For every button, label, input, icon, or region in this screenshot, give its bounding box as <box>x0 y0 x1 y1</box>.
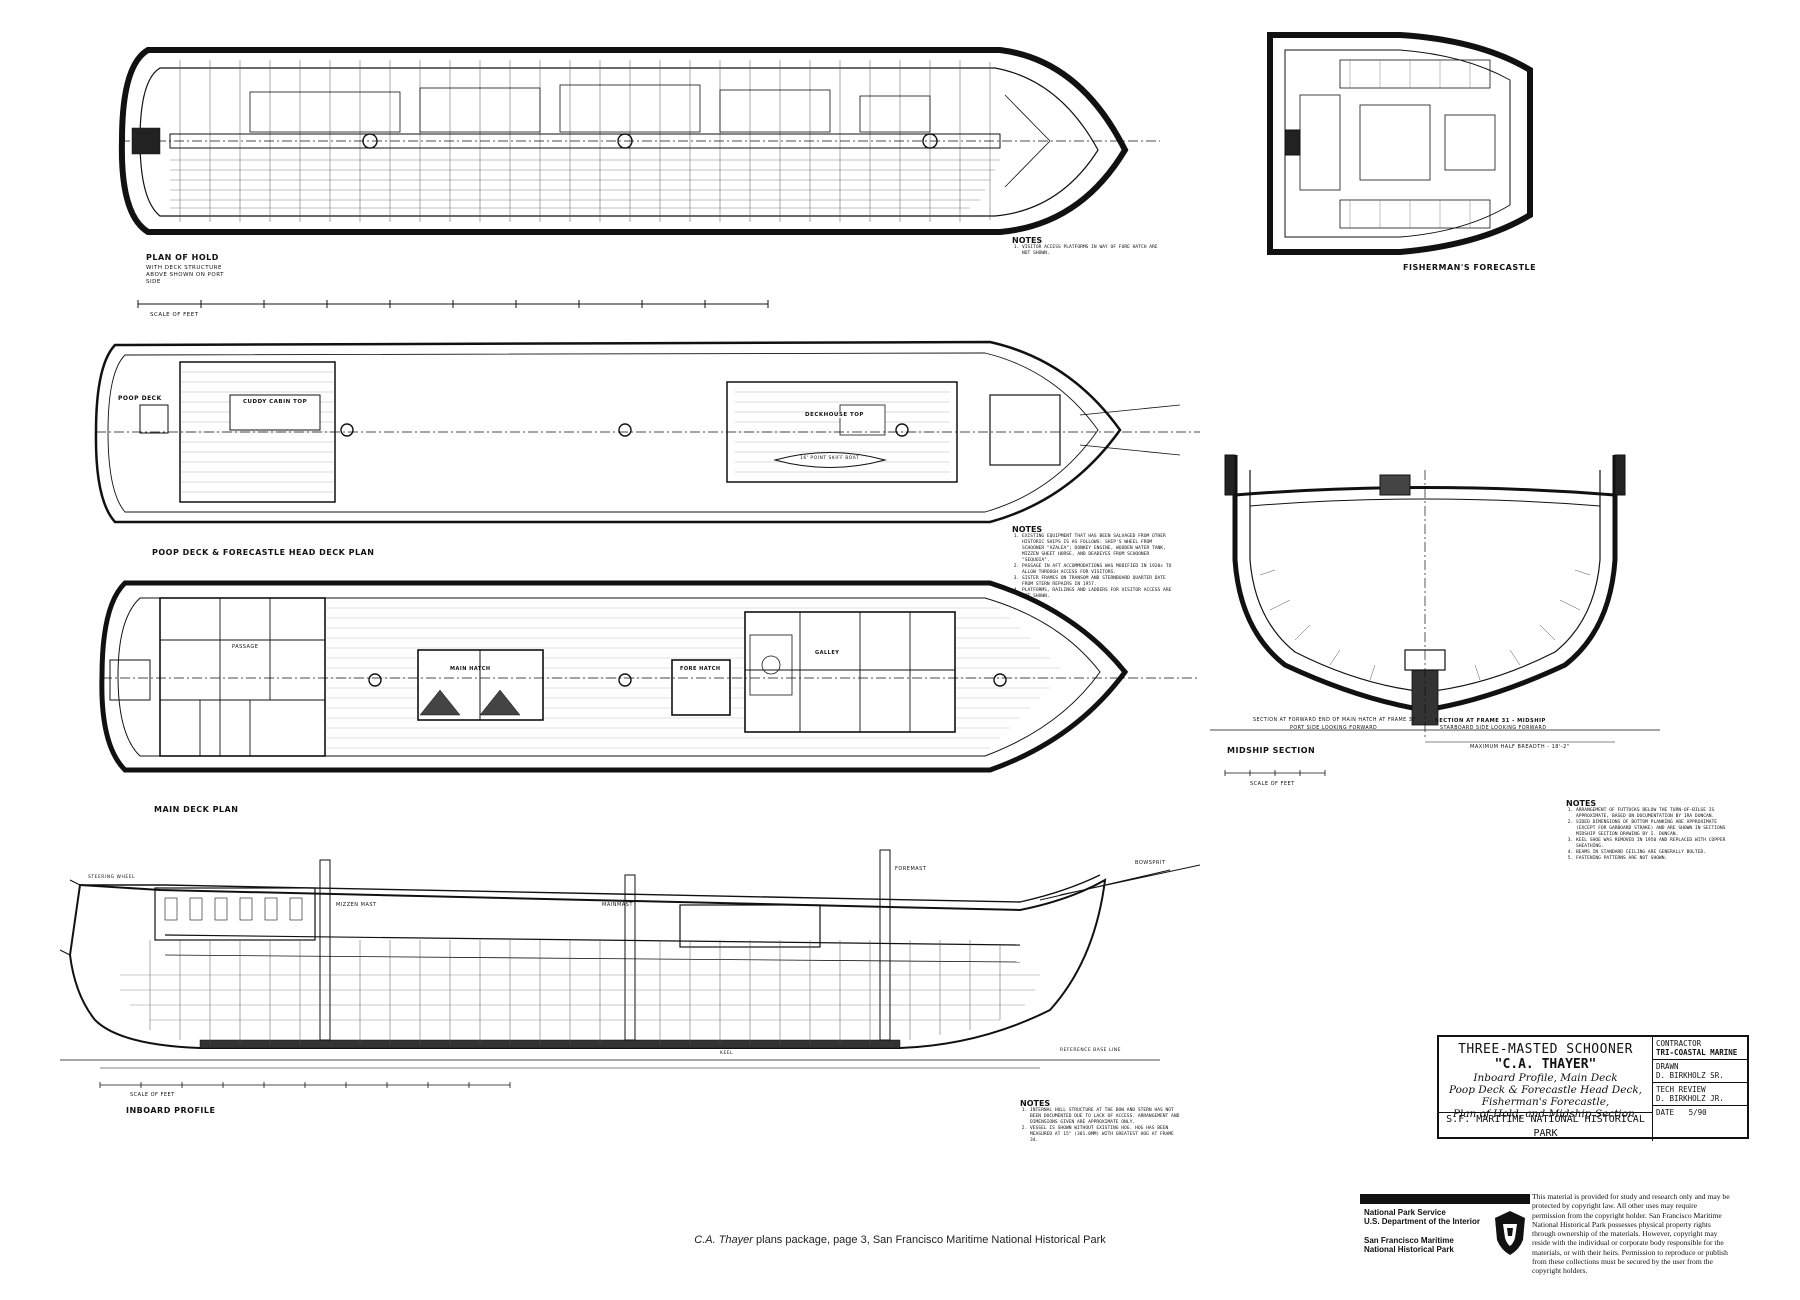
nps-block: National Park Service U.S. Department of… <box>1360 1194 1530 1264</box>
notes-midship-item: SIDED DIMENSIONS OF BOTTOM PLANKING ARE … <box>1576 820 1726 838</box>
scale-label-midship: SCALE OF FEET <box>1250 781 1295 787</box>
scale-label-top: SCALE OF FEET <box>150 312 199 318</box>
notes-midship-item: BEAMS IN STANDARD CEILING ARE GENERALLY … <box>1576 850 1726 856</box>
contractor-cell: CONTRACTOR TRI-COASTAL MARINE <box>1653 1037 1747 1060</box>
fore-hatch-label: FORE HATCH <box>680 666 721 672</box>
notes-hold-item: VISITOR ACCESS PLATFORMS IN WAY OF FORE … <box>1022 245 1162 257</box>
main-deck-plan-title: MAIN DECK PLAN <box>154 805 239 814</box>
scale-label-profile: SCALE OF FEET <box>130 1092 175 1098</box>
title-line2: "C.A. THAYER" <box>1494 1057 1597 1072</box>
notes-deck-heading: NOTES <box>1012 525 1043 534</box>
nps-arrowhead-icon <box>1495 1211 1525 1255</box>
notes-profile-heading: NOTES <box>1020 1099 1051 1108</box>
review-label: TECH REVIEW <box>1656 1085 1706 1094</box>
date-label: DATE <box>1656 1108 1675 1117</box>
nps-line1: National Park Service <box>1364 1208 1446 1217</box>
scale-of-feet-profile <box>99 1082 511 1088</box>
notes-midship-item: FASTENING PATTERNS ARE NOT SHOWN. <box>1576 856 1726 862</box>
fore-mast-label: FOREMAST <box>895 866 927 872</box>
nps-line3: San Francisco Maritime <box>1364 1236 1454 1245</box>
midship-left-sub: PORT SIDE LOOKING FORWARD <box>1290 726 1378 731</box>
title-desc-2: Poop Deck & Forecastle Head Deck, <box>1448 1084 1643 1096</box>
title-side: CONTRACTOR TRI-COASTAL MARINE DRAWN D. B… <box>1653 1037 1747 1137</box>
caption-rest: plans package, page 3, San Francisco Mar… <box>752 1234 1106 1246</box>
drawn-label: DRAWN <box>1656 1062 1679 1071</box>
review-cell: TECH REVIEW D. BIRKHOLZ JR. <box>1653 1083 1747 1106</box>
review-value: D. BIRKHOLZ JR. <box>1656 1094 1724 1103</box>
notes-profile-item: INTERNAL HULL STRUCTURE AT THE BOW AND S… <box>1030 1108 1180 1126</box>
galley-label: GALLEY <box>815 650 840 656</box>
notes-hold: NOTES VISITOR ACCESS PLATFORMS IN WAY OF… <box>1012 236 1162 257</box>
notes-deck: NOTES EXISTING EQUIPMENT THAT HAS BEEN S… <box>1012 525 1172 600</box>
inboard-profile-title: INBOARD PROFILE <box>126 1106 216 1115</box>
max-half-breadth-label: MAXIMUM HALF BREADTH - 18'-2" <box>1470 744 1570 750</box>
title-desc-4: Plan of Hold, and Midship Section. <box>1452 1108 1639 1120</box>
title-park: S.F. MARITIME NATIONAL HISTORICAL PARK <box>1439 1112 1652 1141</box>
drawn-value: D. BIRKHOLZ SR. <box>1656 1071 1724 1080</box>
date-cell: DATE 5/90 <box>1653 1106 1747 1119</box>
plan-of-hold-subtitle: WITH DECK STRUCTURE ABOVE SHOWN ON PORT … <box>146 265 225 285</box>
nps-agency-text: National Park Service U.S. Department of… <box>1364 1208 1480 1226</box>
nps-park-text: San Francisco Maritime National Historic… <box>1364 1236 1454 1254</box>
title-desc-1: Inboard Profile, Main Deck <box>1473 1072 1618 1084</box>
bowsprit-label: BOWSPRIT <box>1135 860 1166 866</box>
page-caption: C.A. Thayer plans package, page 3, San F… <box>0 1234 1800 1246</box>
notes-hold-heading: NOTES <box>1012 236 1043 245</box>
steering-wheel-label: STEERING WHEEL <box>88 875 136 880</box>
deckhouse-top-label: DECKHOUSE TOP <box>805 412 864 418</box>
date-value: 5/90 <box>1688 1108 1707 1117</box>
title-main: THREE-MASTED SCHOONER "C.A. THAYER" Inbo… <box>1439 1037 1653 1141</box>
plan-of-hold-title: PLAN OF HOLD <box>146 253 219 262</box>
notes-midship: NOTES ARRANGEMENT OF FUTTOCKS BELOW THE … <box>1566 799 1726 862</box>
notes-midship-item: ARRANGEMENT OF FUTTOCKS BELOW THE TURN-O… <box>1576 808 1726 820</box>
caption-italic: C.A. Thayer <box>694 1234 753 1246</box>
main-mast-label: MAINMAST <box>602 902 633 908</box>
notes-midship-item: KEEL SHOE WAS REMOVED IN 1950 AND REPLAC… <box>1576 838 1726 850</box>
cuddy-cabin-top-label: CUDDY CABIN TOP <box>243 399 308 405</box>
notes-deck-item: PASSAGE IN AFT ACCOMMODATIONS WAS MODIFI… <box>1022 564 1172 576</box>
contractor-label: CONTRACTOR <box>1656 1039 1702 1048</box>
notes-deck-item: EXISTING EQUIPMENT THAT HAS BEEN SALVAGE… <box>1022 534 1172 564</box>
scale-of-feet-midship <box>1224 770 1326 776</box>
title-line1: THREE-MASTED SCHOONER <box>1458 1042 1633 1057</box>
nps-line4: National Historical Park <box>1364 1245 1454 1254</box>
notes-profile-item: VESSEL IS SHOWN WITHOUT EXISTING HOG. HO… <box>1030 1126 1180 1144</box>
reference-base-line-label: REFERENCE BASE LINE <box>1060 1048 1121 1053</box>
midship-left-caption: SECTION AT FORWARD END OF MAIN HATCH AT … <box>1253 718 1416 723</box>
contractor-value: TRI-COASTAL MARINE <box>1656 1048 1738 1057</box>
midship-right-caption: SECTION AT FRAME 31 - MIDSHIP <box>1435 718 1546 724</box>
forecastle-title: FISHERMAN'S FORECASTLE <box>1403 263 1537 272</box>
title-block: THREE-MASTED SCHOONER "C.A. THAYER" Inbo… <box>1437 1035 1749 1141</box>
poop-deck-plan-title: POOP DECK & FORECASTLE HEAD DECK PLAN <box>152 548 375 557</box>
nps-black-bar <box>1360 1194 1530 1204</box>
copyright-disclaimer: This material is provided for study and … <box>1532 1192 1730 1276</box>
keel-label: KEEL <box>720 1051 734 1056</box>
notes-profile: NOTES INTERNAL HULL STRUCTURE AT THE BOW… <box>1020 1099 1180 1144</box>
notes-midship-heading: NOTES <box>1566 799 1597 808</box>
title-desc-3: Fisherman's Forecastle, <box>1481 1096 1610 1108</box>
poop-deck-label: POOP DECK <box>118 395 162 402</box>
main-hatch-label: MAIN HATCH <box>450 666 491 672</box>
mizzen-mast-label: MIZZEN MAST <box>336 902 377 908</box>
midship-right-sub: STARBOARD SIDE LOOKING FORWARD <box>1440 726 1547 731</box>
passage-label: PASSAGE <box>232 644 259 650</box>
midship-title: MIDSHIP SECTION <box>1227 746 1316 755</box>
scale-of-feet-top <box>137 300 769 308</box>
boat-label: 16' POINT SKIFF BOAT <box>800 456 860 461</box>
notes-deck-item: SISTER FRAMES ON TRANSOM AND STERNBOARD … <box>1022 576 1172 588</box>
drawn-cell: DRAWN D. BIRKHOLZ SR. <box>1653 1060 1747 1083</box>
nps-line2: U.S. Department of the Interior <box>1364 1217 1481 1226</box>
notes-deck-item: PLATFORMS, RAILINGS AND LADDERS FOR VISI… <box>1022 588 1172 600</box>
